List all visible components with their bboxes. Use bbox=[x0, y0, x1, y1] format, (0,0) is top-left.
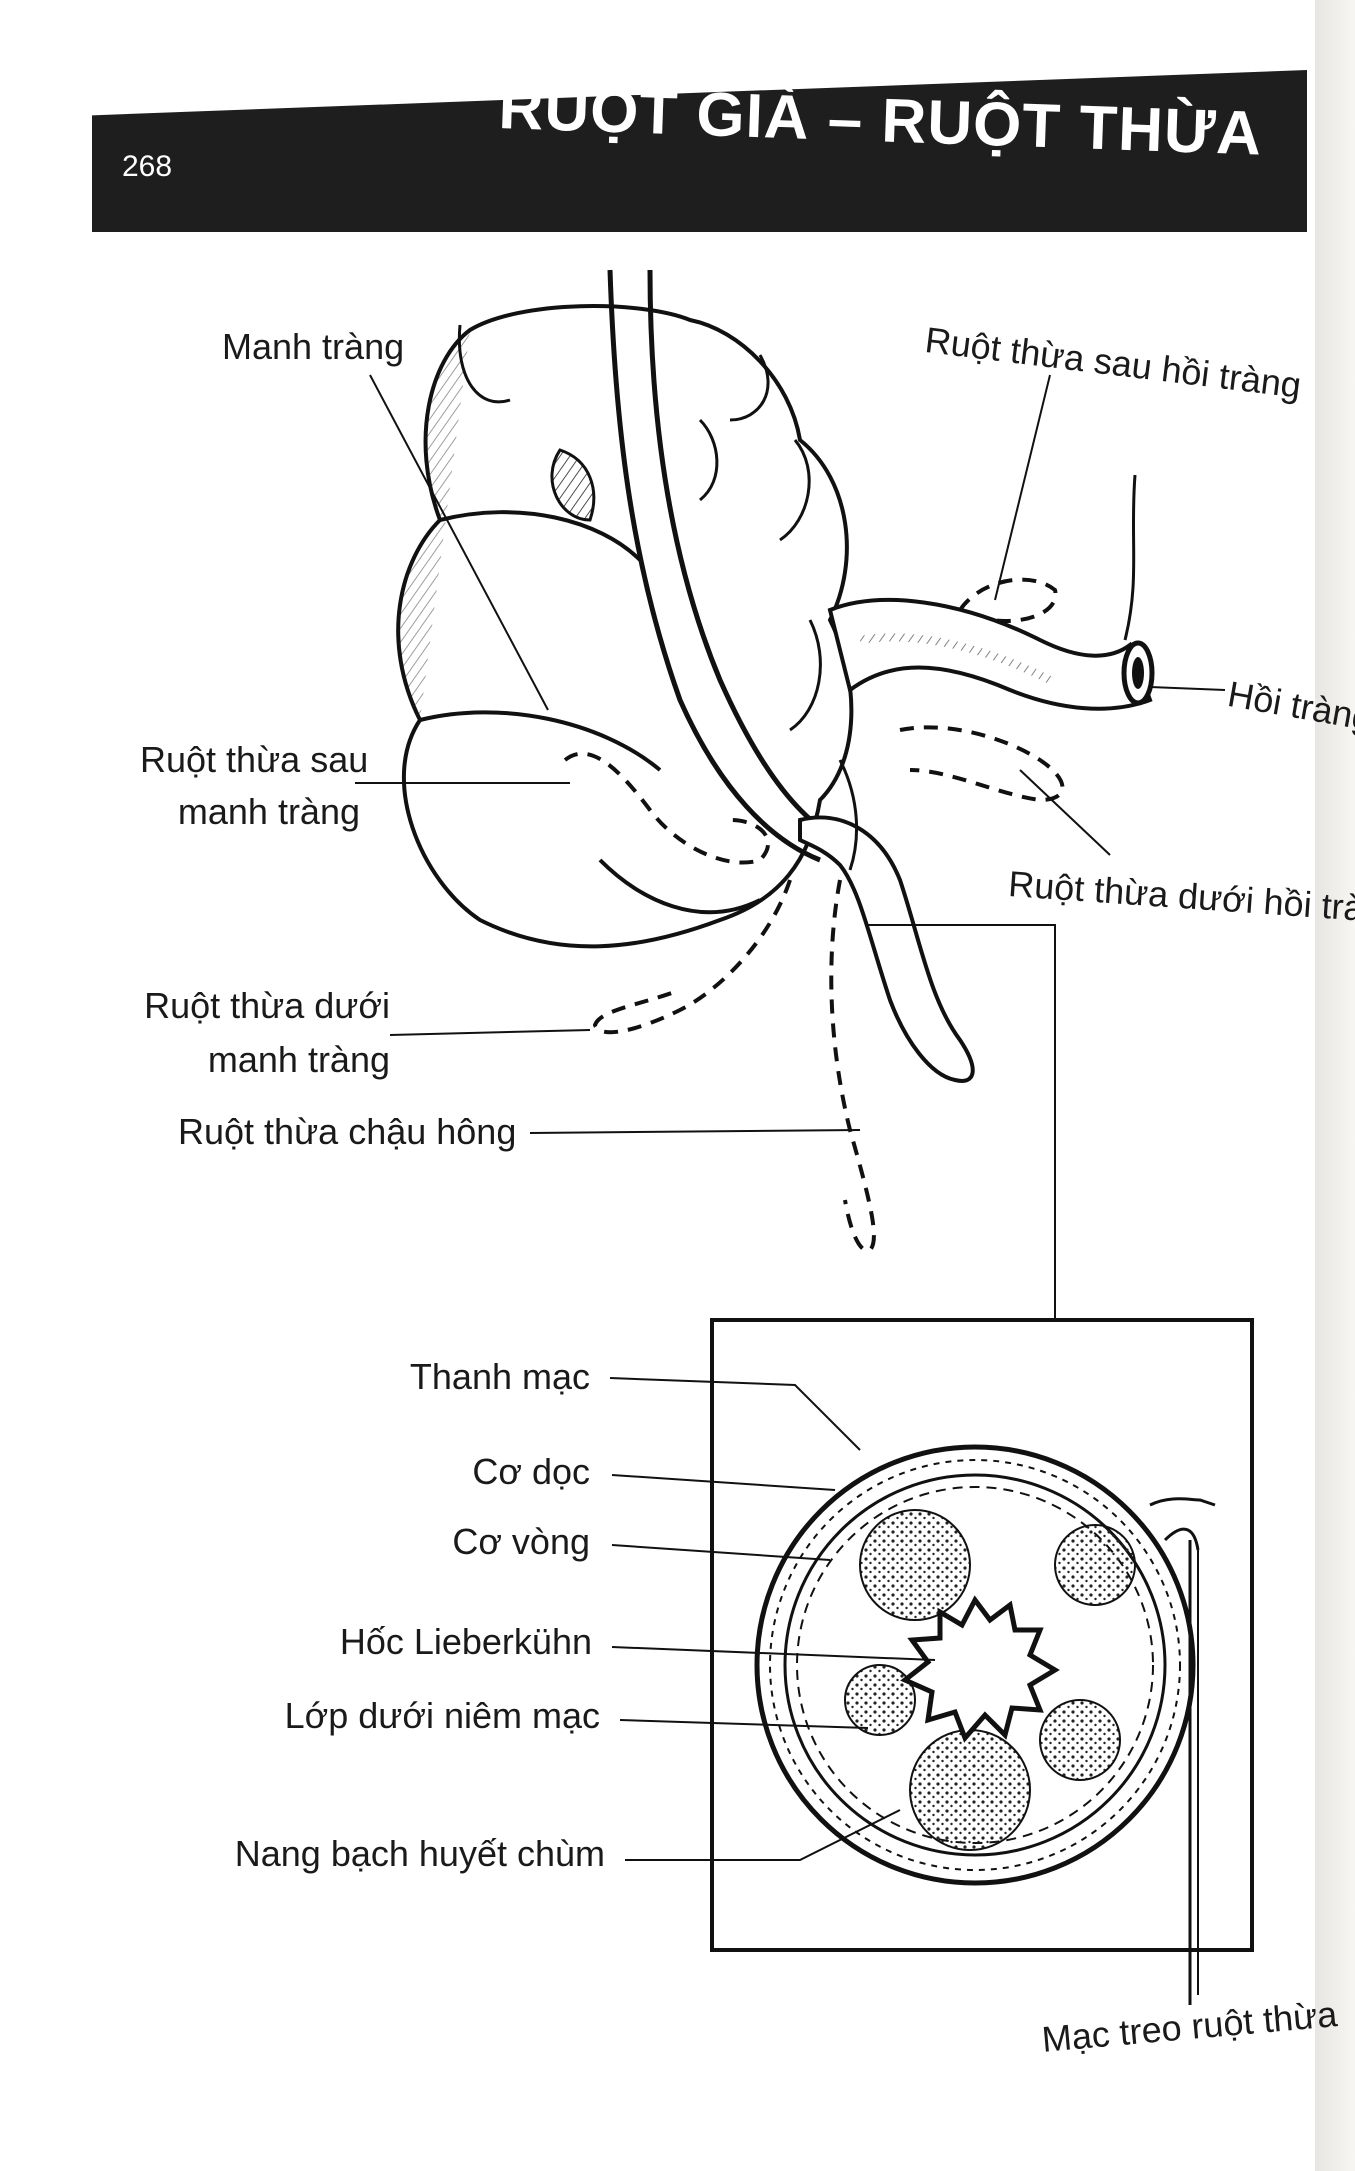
label-longitudinal-muscle: Cơ dọc bbox=[472, 1451, 590, 1492]
ileum-illustration bbox=[827, 474, 1155, 711]
lower-leader-lines bbox=[609, 1377, 936, 1861]
label-pelvic-appendix: Ruột thừa chậu hông bbox=[178, 1111, 517, 1152]
label-retrocecal-appendix-line2: manh tràng bbox=[177, 791, 360, 832]
label-circular-muscle: Cơ vòng bbox=[452, 1521, 590, 1562]
appendix-dashed-positions bbox=[563, 577, 1065, 1253]
page-edge bbox=[1315, 0, 1355, 2171]
page-number: 268 bbox=[122, 150, 173, 183]
label-retrocecal-appendix-line1: Ruột thừa sau bbox=[140, 739, 369, 780]
appendix-solid bbox=[798, 759, 975, 1083]
upper-leader-lines bbox=[355, 374, 1226, 1320]
label-subcecal-appendix-line1: Ruột thừa dưới bbox=[144, 985, 390, 1026]
label-cecum: Manh tràng bbox=[222, 326, 405, 367]
label-subcecal-appendix-line2: manh tràng bbox=[207, 1039, 390, 1080]
label-submucosa: Lớp dưới niêm mạc bbox=[284, 1695, 600, 1736]
label-serosa: Thanh mạc bbox=[409, 1356, 590, 1397]
label-crypts-of-lieberkuhn: Hốc Lieberkühn bbox=[339, 1621, 592, 1662]
cross-section-inset bbox=[710, 1318, 1254, 2005]
label-lymphoid-follicles: Nang bạch huyết chùm bbox=[234, 1833, 605, 1874]
cecum-illustration bbox=[396, 269, 854, 949]
